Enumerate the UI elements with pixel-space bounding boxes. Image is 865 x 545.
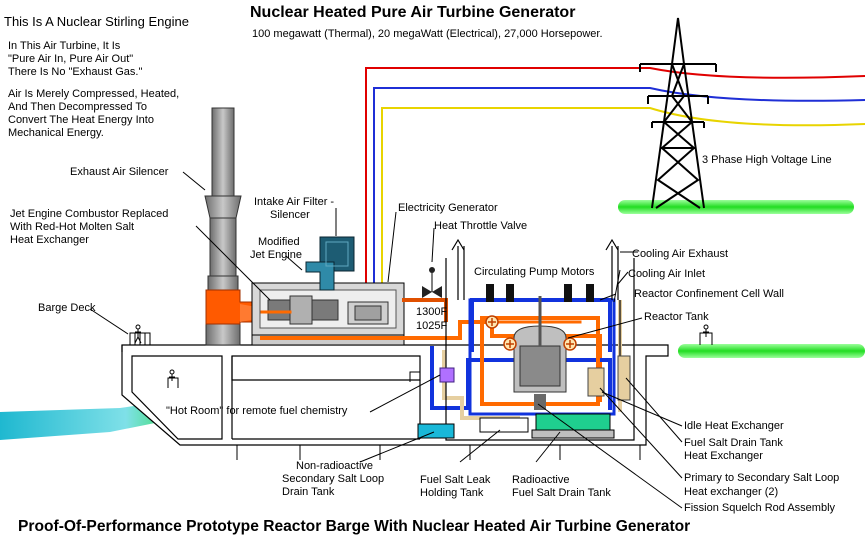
intro-para1-line2: "Pure Air In, Pure Air Out" [8,53,134,65]
label-combustor-line2: With Red-Hot Molten Salt [10,221,135,233]
cooling-ducts [451,238,619,300]
label-radioactive-drain-line1: Radioactive [512,474,570,486]
engine-housing [251,282,405,346]
intro-para2-line3: Convert The Heat Energy Into [8,114,154,126]
wire-yellow [381,107,865,286]
label-radioactive-drain-line2: Fuel Salt Drain Tank [512,487,611,499]
intro-para1-line3: There Is No "Exhaust Gas." [8,66,143,78]
intro-para2-line4: Mechanical Energy. [8,127,104,139]
label-intake-filter-line2: Silencer [270,209,310,221]
wire-red [365,67,865,286]
page-title: Nuclear Heated Pure Air Turbine Generato… [250,4,576,21]
label-pump-motors: Circulating Pump Motors [474,266,595,278]
label-barge-deck: Barge Deck [38,302,96,314]
label-modified-jet-line1: Modified [258,236,300,248]
pump-motors [486,284,594,302]
label-cooling-inlet: Cooling Air Inlet [628,268,706,280]
page-subtitle: 100 megawatt (Thermal), 20 megaWatt (Ele… [252,28,603,40]
hull-ribs [236,445,641,460]
label-reactor-tank: Reactor Tank [644,311,709,323]
label-intake-filter-line1: Intake Air Filter - [254,196,335,208]
intro-para1-line1: In This Air Turbine, It Is [8,40,121,52]
leader-lines [89,171,683,509]
label-drain-hx-line2: Heat Exchanger [684,450,763,462]
throttle-valve [422,267,442,298]
label-primary-secondary-line2: Heat exchanger (2) [684,486,779,498]
transmission-tower [639,17,717,209]
intro-heading: This Is A Nuclear Stirling Engine [4,14,189,29]
label-secondary-drain-line2: Secondary Salt Loop [282,473,385,485]
footer-title: Proof-Of-Performance Prototype Reactor B… [18,518,691,535]
pump-symbols [485,315,577,351]
label-primary-secondary-line1: Primary to Secondary Salt Loop [684,472,840,484]
wire-blue [373,87,865,286]
label-leak-tank-line2: Holding Tank [420,487,484,499]
label-squelch: Fission Squelch Rod Assembly [684,502,836,514]
label-secondary-drain-line3: Drain Tank [282,486,335,498]
grass-strip-tower [618,200,854,214]
hot-room [439,367,455,383]
label-modified-jet-line2: Jet Engine [250,249,302,261]
label-exhaust-silencer: Exhaust Air Silencer [70,166,169,178]
grass-strip-right [678,344,865,358]
power-wires [365,67,865,286]
label-combustor-line1: Jet Engine Combustor Replaced [10,208,169,220]
bottom-tanks [417,413,615,439]
label-hot-room: "Hot Room" for remote fuel chemistry [166,405,348,417]
intro-para2-line1: Air Is Merely Compressed, Heated, [8,88,180,100]
sea-water [0,400,180,440]
label-power-line: 3 Phase High Voltage Line [702,154,832,166]
reactor-tank [513,296,567,410]
label-combustor-line3: Heat Exchanger [10,234,89,246]
label-leak-tank-line1: Fuel Salt Leak [420,474,491,486]
heat-exchangers [587,355,631,401]
intake-filter [305,236,355,291]
label-idle-hx: Idle Heat Exchanger [684,420,784,432]
label-heat-throttle: Heat Throttle Valve [434,220,528,232]
label-temp-cold: 1025F [416,320,448,332]
exhaust-stack [204,107,242,346]
person-figures [134,324,709,381]
deck-railings [129,332,713,388]
intro-para2-line2: And Then Decompressed To [8,101,148,113]
label-confinement: Reactor Confinement Cell Wall [634,288,784,300]
label-electricity-generator: Electricity Generator [398,202,498,214]
label-drain-hx-line1: Fuel Salt Drain Tank [684,437,783,449]
label-cooling-exhaust: Cooling Air Exhaust [632,248,728,260]
label-temp-hot: 1300F [416,306,448,318]
label-secondary-drain-line1: Non-radioactive [296,460,374,472]
